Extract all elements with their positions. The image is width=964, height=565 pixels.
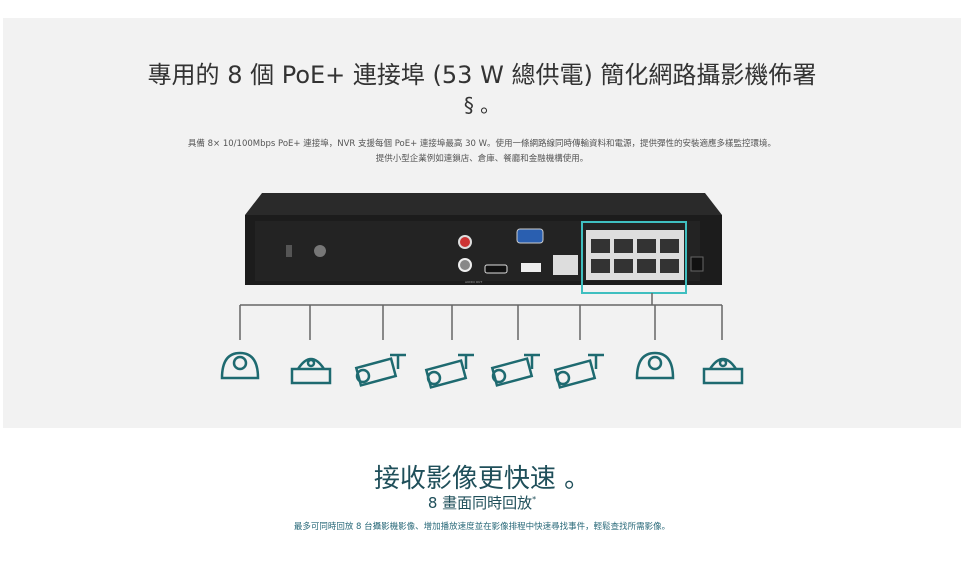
dome-camera-icon	[635, 351, 675, 380]
connection-lines	[239, 293, 723, 340]
bullet-camera-icon	[354, 353, 406, 387]
playback-subtitle: 8 畫面同時回放*	[427, 494, 537, 512]
turret-camera-icon	[702, 357, 744, 385]
bullet-camera-icon	[553, 353, 604, 389]
feature-title: 專用的 8 個 PoE+ 連接埠 (53 W 總供電) 簡化網路攝影機佈署§ 。	[147, 61, 817, 117]
playback-description: 最多可同時回放 8 台攝影機影像、增加播放速度並在影像排程中快速尋找事件，輕鬆查…	[293, 522, 671, 532]
turret-camera-icon	[290, 357, 332, 385]
poe-highlight	[581, 221, 687, 294]
nvr-diagram: AUDIO OUT	[220, 193, 744, 389]
nvr-device: AUDIO OUT	[245, 193, 722, 294]
bullet-camera-icon	[490, 353, 540, 387]
bullet-camera-icon	[424, 353, 474, 389]
svg-text:AUDIO OUT: AUDIO OUT	[465, 280, 482, 284]
feature-description: 具備 8× 10/100Mbps PoE+ 連接埠，NVR 支援每個 PoE+ …	[187, 139, 777, 164]
dome-camera-icon	[220, 351, 260, 380]
playback-title: 接收影像更快速 。	[373, 464, 591, 494]
